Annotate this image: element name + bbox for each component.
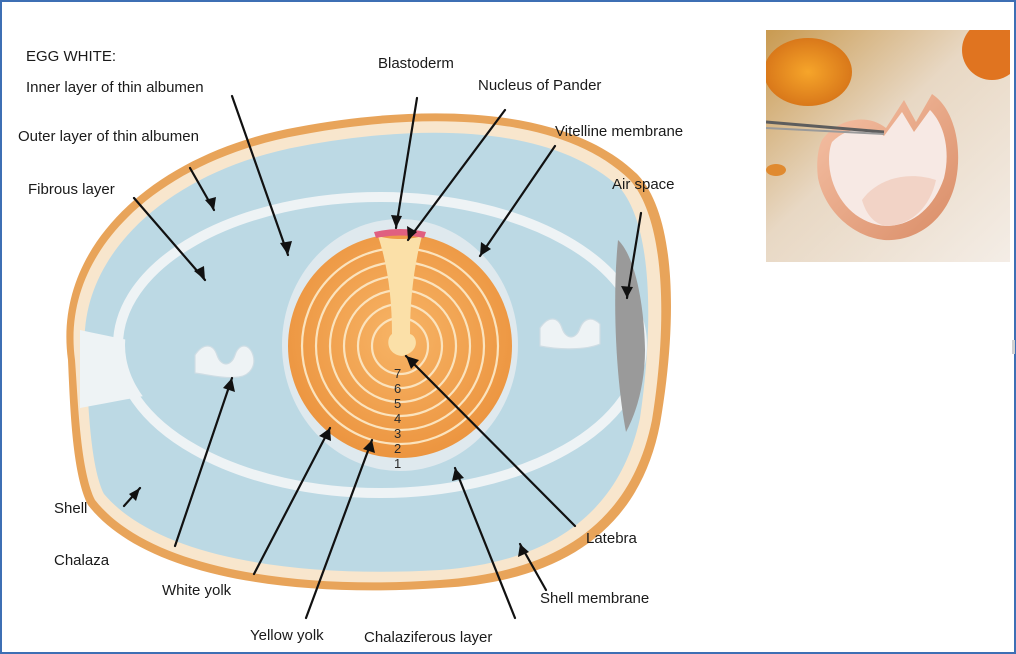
label-chalaziferous-layer: Chalaziferous layer (364, 629, 492, 646)
label-nucleus-of-pander: Nucleus of Pander (478, 77, 601, 94)
yolk-ring-number: 3 (394, 426, 401, 441)
eggshell-illustration (766, 30, 1010, 262)
label-latebra: Latebra (586, 530, 638, 547)
yolk-ring-number: 7 (394, 366, 401, 381)
cracked-eggshell-photo (766, 30, 1010, 262)
label-white-yolk: White yolk (162, 582, 232, 599)
yolk-ring-number: 4 (394, 411, 401, 426)
yolk-ring-number: 5 (394, 396, 401, 411)
label-air-space: Air space (612, 176, 675, 193)
label-chalaza: Chalaza (54, 552, 110, 569)
label-shell-membrane: Shell membrane (540, 590, 649, 607)
edge-mark (1012, 340, 1015, 354)
egg-white-heading: EGG WHITE: (26, 48, 116, 65)
label-blastoderm: Blastoderm (378, 55, 454, 72)
label-outer-thin-albumen: Outer layer of thin albumen (18, 128, 199, 145)
yolk-ring-numbers: 7 6 5 4 3 2 1 (394, 366, 401, 471)
label-fibrous-layer: Fibrous layer (28, 181, 115, 198)
yolk-ring-number: 1 (394, 456, 401, 471)
yolk-ring-number: 6 (394, 381, 401, 396)
label-inner-thin-albumen: Inner layer of thin albumen (26, 79, 204, 96)
label-yellow-yolk: Yellow yolk (250, 627, 324, 644)
label-shell: Shell (54, 500, 87, 517)
background-egg-yolk (766, 38, 852, 106)
yolk-ring-number: 2 (394, 441, 401, 456)
label-vitelline-membrane: Vitelline membrane (555, 123, 683, 140)
